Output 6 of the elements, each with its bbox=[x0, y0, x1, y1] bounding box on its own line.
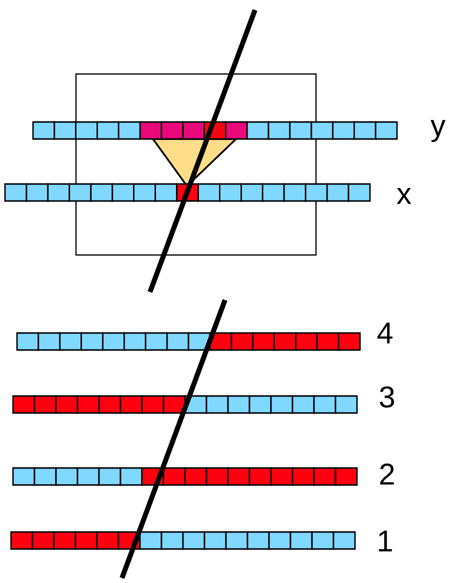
row-label: x bbox=[396, 188, 412, 204]
row-number: 3 bbox=[380, 386, 394, 408]
row-number: 1 bbox=[378, 530, 392, 552]
row-label: y bbox=[430, 120, 446, 142]
row-number: 2 bbox=[380, 464, 394, 484]
row-number: 4 bbox=[377, 322, 392, 344]
